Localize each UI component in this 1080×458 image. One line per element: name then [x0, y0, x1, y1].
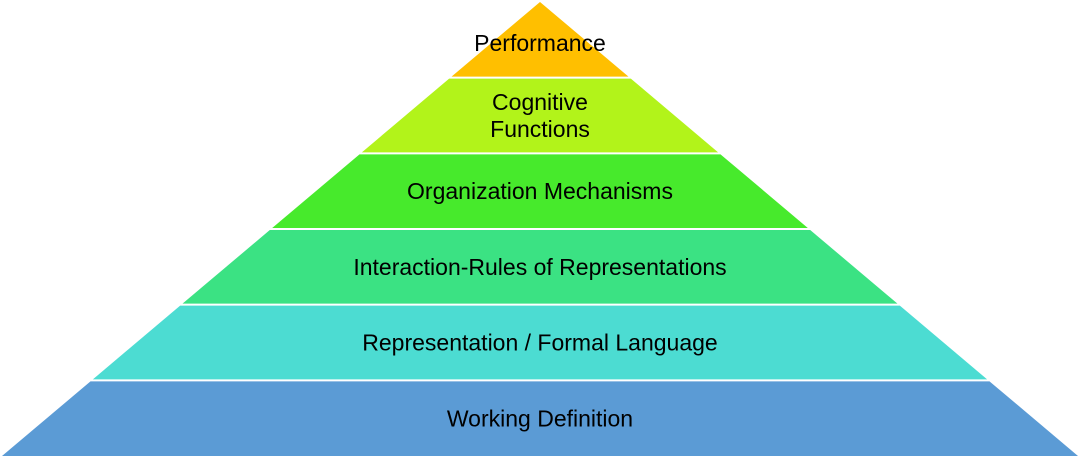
label-interaction-rules: Interaction-Rules of Representations [353, 254, 726, 280]
label-line: Interaction-Rules of Representations [353, 254, 726, 280]
label-line: Cognitive [492, 89, 588, 115]
label-organization-mechanisms: Organization Mechanisms [407, 178, 673, 204]
layer-organization-mechanisms [272, 154, 808, 228]
label-line: Functions [490, 116, 590, 142]
layer-working-definition [2, 381, 1078, 456]
layer-representation-formal-language [92, 305, 988, 380]
layer-performance [451, 2, 629, 77]
label-line: Organization Mechanisms [407, 178, 673, 204]
label-performance: Performance [474, 30, 606, 56]
layer-interaction-rules [182, 230, 898, 304]
label-line: Performance [474, 30, 606, 56]
layer-cognitive-functions [361, 78, 719, 153]
label-representation-formal-language: Representation / Formal Language [362, 330, 717, 356]
label-working-definition: Working Definition [447, 406, 633, 432]
label-line: Representation / Formal Language [362, 330, 717, 356]
label-line: Working Definition [447, 406, 633, 432]
